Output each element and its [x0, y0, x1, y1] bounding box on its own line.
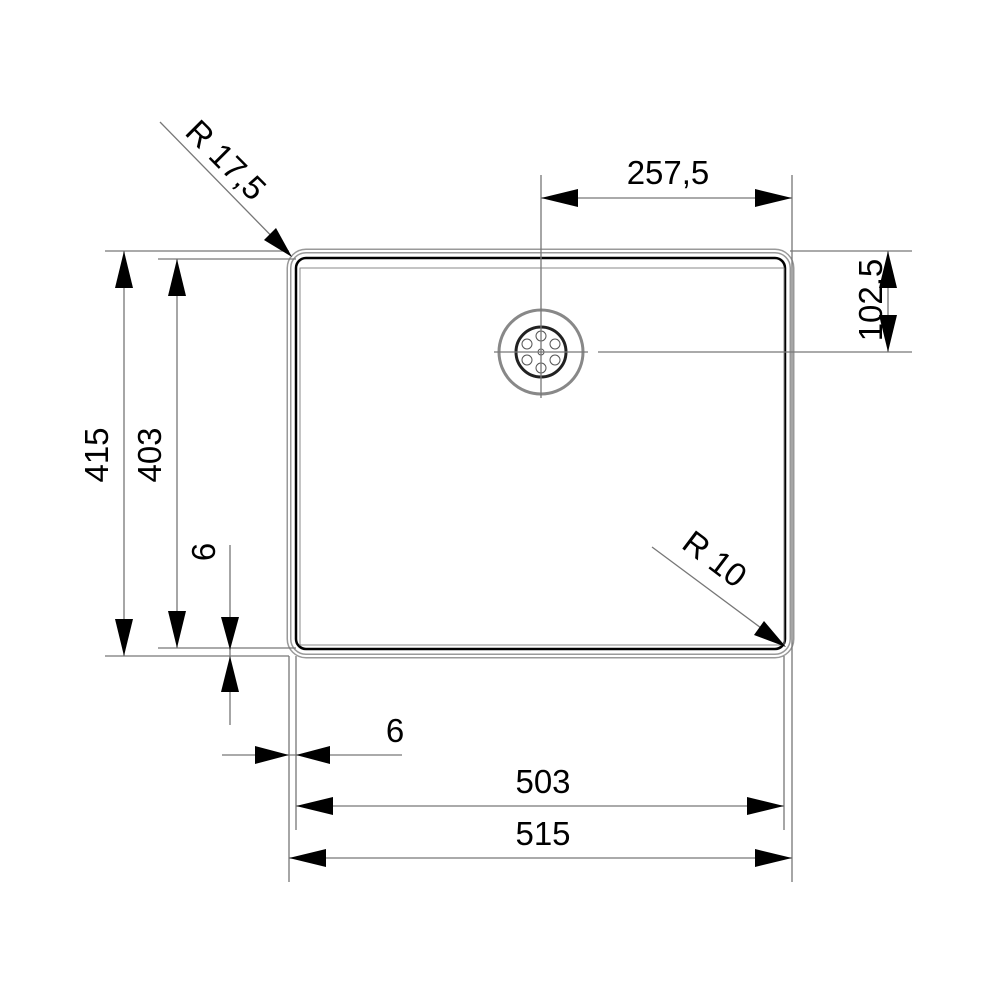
outer-width-label: 515 [515, 815, 570, 852]
drain-offset-x-label: 257,5 [627, 154, 710, 191]
rim-vertical-label: 6 [185, 543, 222, 561]
sink-bowl-inner-line [299, 267, 785, 646]
dimension-6-horizontal: 6 [222, 712, 404, 764]
outer-depth-label: 415 [78, 427, 115, 482]
dimension-515: 515 [289, 815, 792, 867]
drain-offset-y-label: 102,5 [852, 259, 889, 342]
dimension-403: 403 [131, 259, 186, 648]
dimension-257-5: 257,5 [541, 154, 792, 207]
radius-outer-label: R 17,5 [179, 112, 274, 207]
radius-10-leader: R 10 [651, 523, 786, 647]
inner-width-label: 503 [515, 763, 570, 800]
extension-lines [105, 175, 912, 882]
dimension-6-vertical: 6 [185, 543, 239, 725]
inner-depth-label: 403 [131, 427, 168, 482]
radius-17-5-leader: R 17,5 [159, 112, 292, 257]
dimension-102-5: 102,5 [852, 251, 897, 352]
rim-horizontal-label: 6 [386, 712, 404, 749]
dimension-415: 415 [78, 251, 133, 656]
dimension-503: 503 [296, 763, 784, 815]
radius-inner-label: R 10 [676, 523, 754, 595]
